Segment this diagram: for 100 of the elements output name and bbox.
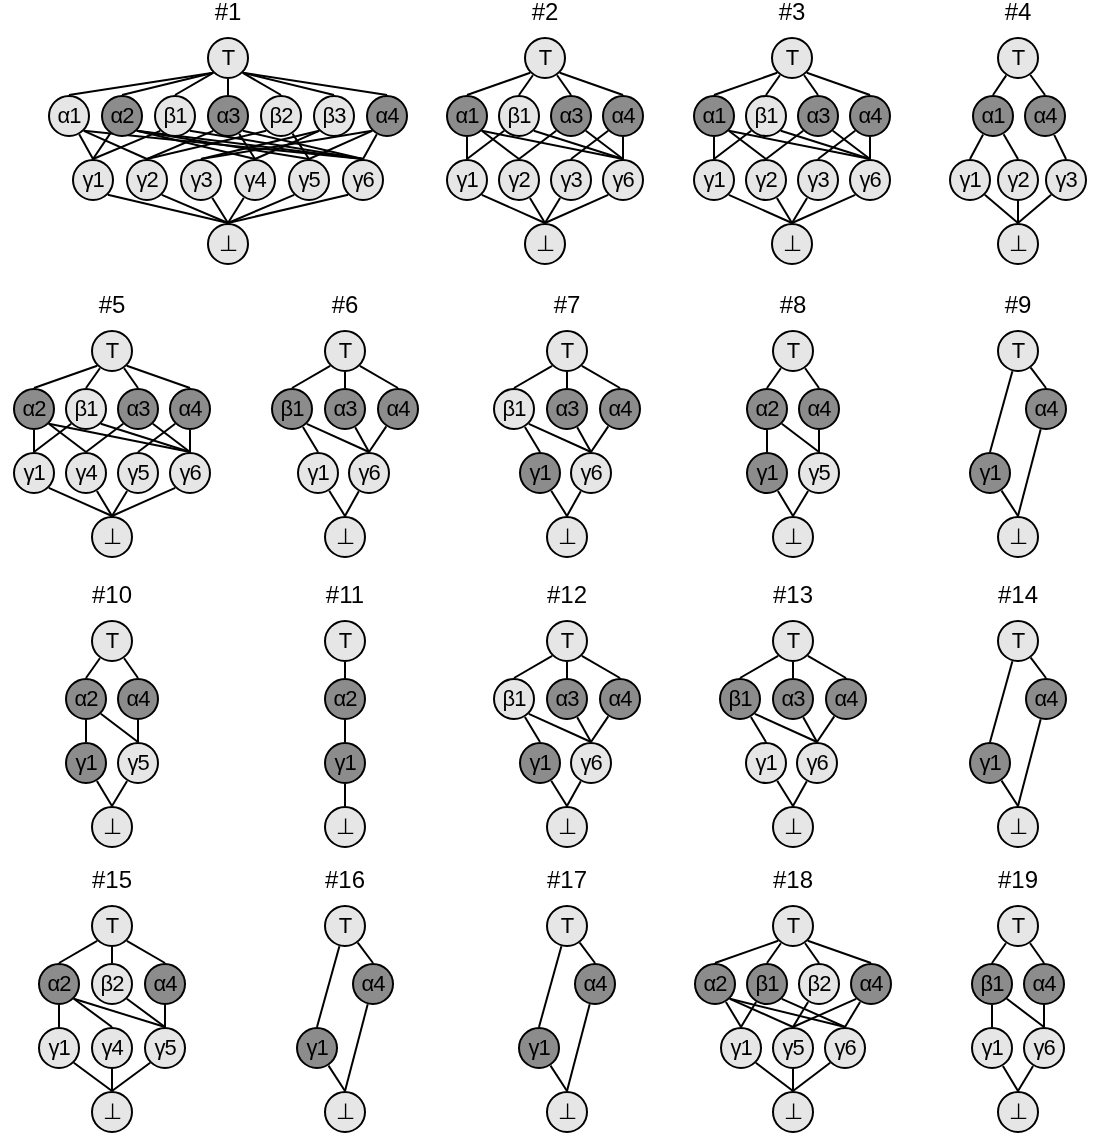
lattice-node: γ1 [65,742,107,784]
diagram-number: #5 [98,291,126,319]
edge-line [1017,718,1042,807]
diagram-number: #11 [325,581,365,609]
edge-line [550,489,568,517]
lattice-node: β1 [745,95,787,137]
edge-line [227,78,229,96]
edge-line [792,780,808,807]
edge-line [765,129,805,160]
edge-line [792,490,810,517]
lattice-node: α4 [574,963,616,1005]
edge-line [328,489,346,517]
diagram-number: #19 [998,866,1038,894]
lattice-node: α4 [599,678,641,720]
lattice-node: β1 [719,678,761,720]
edge-line [538,945,563,1028]
lattice-node: ⊥ [91,516,133,558]
lattice-node: T [546,330,588,372]
edge-line [301,426,319,453]
edge-line [580,654,621,679]
lattice-node: γ1 [720,1027,762,1069]
lattice-node: β1 [493,678,535,720]
lattice-node: β2 [798,963,840,1005]
lattice-node: β1 [498,95,540,137]
lattice-node: T [546,620,588,662]
edge-line [123,367,139,389]
edge-line [137,422,177,453]
lattice-node: β1 [493,388,535,430]
diagram-number: #18 [773,866,813,894]
lattice-node: α3 [772,678,814,720]
edge-line [576,716,592,743]
lattice-node: γ6 [348,452,390,494]
lattice-node: γ1 [518,1027,560,1069]
edge-line [791,197,809,224]
edge-line [1000,779,1019,807]
lattice-node: ⊥ [324,1091,366,1133]
edge-line [805,71,871,96]
edge-line [766,367,782,389]
lattice-node: α1 [693,95,735,137]
edge-line [137,719,139,743]
lattice-node: T [997,620,1039,662]
edge-line [368,425,388,453]
edge-line [724,1001,742,1028]
edge-line [92,129,162,160]
edge-line [739,654,780,679]
diagram-number: #6 [331,291,359,319]
edge-line [466,129,506,160]
lattice-node: α2 [13,388,55,430]
edge-line [164,1004,166,1028]
lattice-node: γ5 [798,452,840,494]
lattice-node: ⊥ [771,223,813,265]
edge-line [85,719,87,743]
edge-line [528,197,546,224]
lattice-node: T [772,905,814,947]
edge-line [802,716,818,743]
edge-line [749,716,767,743]
lattice-node: γ1 [72,159,114,201]
lattice-node: γ5 [144,1027,186,1069]
lattice-node: α4 [849,95,891,137]
lattice-node: α3 [117,388,159,430]
lattice-node: γ1 [746,452,788,494]
diagram-number: #9 [1004,291,1032,319]
edge-line [291,132,310,160]
edge-line [816,715,836,743]
lattice-node: T [997,330,1039,372]
edge-line [775,197,793,224]
lattice-node: γ6 [342,159,384,201]
edge-line [111,490,129,517]
edge-line [513,364,554,389]
edge-line [362,133,378,160]
lattice-node: γ1 [324,742,366,784]
edge-line [174,71,215,96]
diagram-number: #1 [214,0,242,26]
edge-line [727,129,767,160]
edge-line [523,426,541,453]
edge-line [111,946,113,964]
lattice-node: γ6 [602,159,644,201]
edge-line [566,780,582,807]
edge-line [160,193,229,224]
edge-line [992,74,1008,96]
edge-line [466,71,532,96]
edge-line [344,783,346,807]
edge-line [791,193,857,224]
edge-line [544,193,610,224]
edge-line [518,74,534,96]
edge-line [549,1064,568,1092]
edge-line [1001,1065,1019,1092]
lattice-node: ⊥ [772,806,814,848]
edge-line [776,490,794,517]
edge-line [99,712,139,743]
lattice-node: α4 [144,963,186,1005]
lattice-node: γ1 [446,159,488,201]
lattice-node: γ5 [288,159,330,201]
edge-line [570,129,610,160]
diagram-number: #17 [547,866,587,894]
edge-line [111,780,129,807]
lattice-node: γ4 [65,452,107,494]
lattice-node: α4 [602,95,644,137]
lattice-node: α3 [546,678,588,720]
edge-line [766,429,768,453]
